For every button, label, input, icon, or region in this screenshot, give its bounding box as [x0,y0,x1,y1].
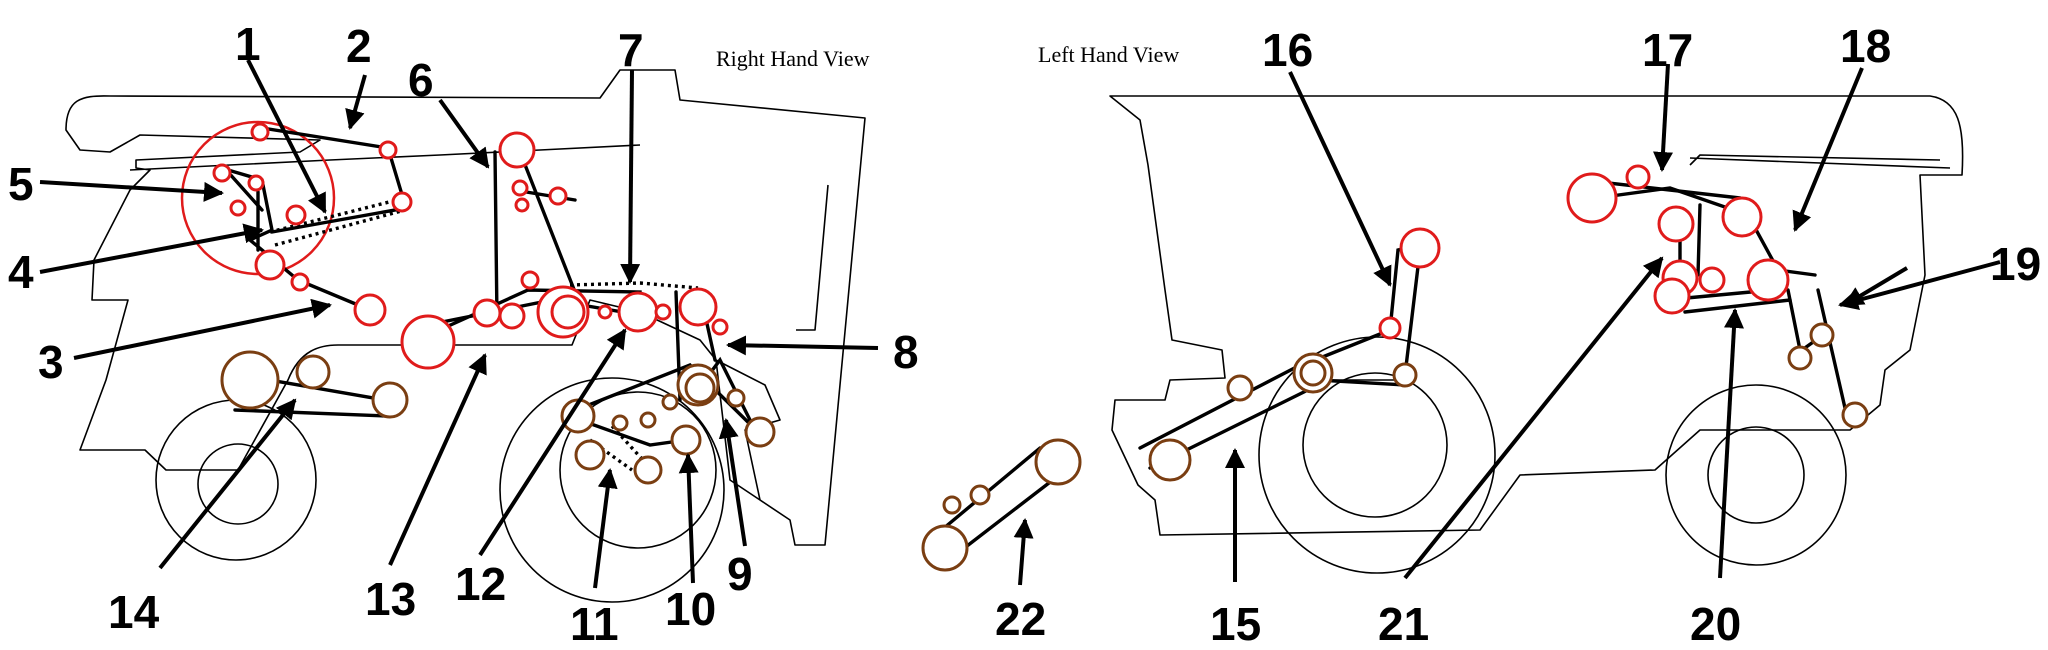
callout-7: 7 [618,24,644,76]
right-pulleys [212,122,776,485]
callout-19: 19 [1990,238,2041,290]
right-arrows [39,59,879,589]
callout-4: 4 [8,246,34,298]
loose-belt-22 [921,438,1082,586]
callout-12: 12 [455,558,506,610]
left-front-hub [1302,372,1448,518]
left-hand-view-label: Left Hand View [1038,42,1179,67]
right-hood-line [129,144,641,171]
left-pulleys [1148,164,1869,482]
left-rear-hub [1707,426,1805,524]
callout-14: 14 [108,586,160,638]
callout-6: 6 [408,54,434,106]
right-rear-hub [197,443,279,525]
callout-15: 15 [1210,598,1261,650]
callout-11: 11 [570,598,619,650]
callout-16: 16 [1262,24,1313,76]
callout-9: 9 [727,548,753,600]
right-hand-view [39,59,879,603]
callout-2: 2 [346,20,372,72]
left-hood-line [1689,157,1951,169]
right-feeder-outline [715,359,781,501]
right-chute [796,184,829,331]
callout-8: 8 [893,326,919,378]
callout-3: 3 [38,336,64,388]
callout-1: 1 [235,18,261,70]
right-hand-view-label: Right Hand View [716,46,870,71]
callout-22: 22 [995,593,1046,645]
callout-18: 18 [1840,20,1891,72]
left-hood-step [1689,154,1941,166]
left-hand-view [1109,63,2001,582]
left-rear-wheel [1665,384,1847,566]
left-combine-outline [1109,95,1964,536]
right-combine-outline [65,69,866,546]
right-front-wheel [499,377,725,603]
callout-numbers: 1 2 3 4 5 6 7 8 9 10 11 12 13 14 15 16 1… [8,18,2041,650]
callout-5: 5 [8,158,34,210]
callout-21: 21 [1378,598,1429,650]
callout-20: 20 [1690,598,1741,650]
left-arrows [1225,63,2001,582]
right-front-hub [559,391,717,549]
right-rear-wheel [155,399,317,561]
callout-10: 10 [665,583,716,635]
callout-17: 17 [1642,24,1693,76]
callout-13: 13 [365,573,416,625]
